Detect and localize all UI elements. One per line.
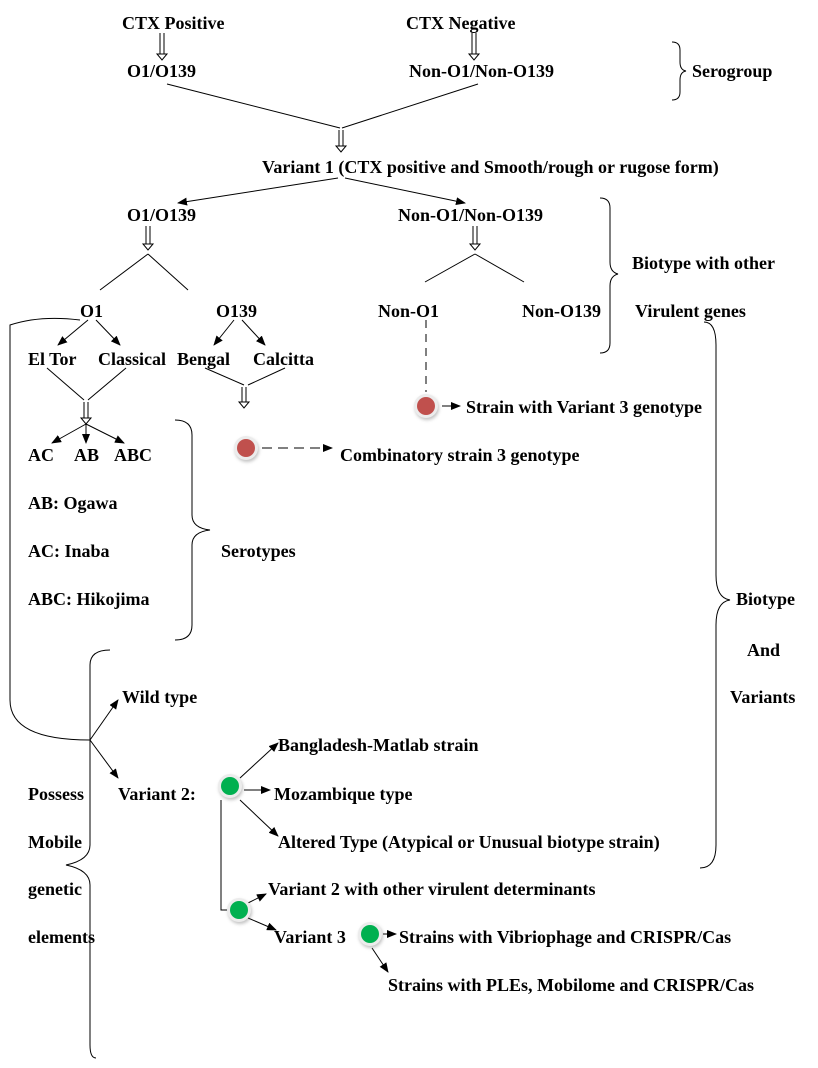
variant3-genotype-label: Strain with Variant 3 genotype [466,397,703,417]
variant1-label: Variant 1 (CTX positive and Smooth/rough… [262,157,719,177]
non-o1-non-o139-serogroup: Non-O1/Non-O139 [409,61,555,81]
variant3-label: Variant 3 [274,927,346,947]
mobile-label-3: genetic [28,879,82,899]
serotype-ab: AB [74,445,100,465]
serotypes-brace [174,419,211,641]
variant2-other-label: Variant 2 with other virulent determinan… [268,879,596,899]
green-marker-variant2-lower [230,901,248,919]
o1-curve-connector [9,317,91,741]
el-tor-label: El Tor [28,349,77,369]
hollow-arrow-o1o139 [141,226,155,251]
biotype-variants-label-2: And [747,640,781,660]
o1-o139-biotype: O1/O139 [127,205,197,225]
calcitta-label: Calcitta [253,349,314,369]
combinatory-label: Combinatory strain 3 genotype [340,445,580,465]
wild-type-label: Wild type [122,687,198,707]
non-o1-label: Non-O1 [378,301,440,321]
serotype-hikojima: ABC: Hikojima [28,589,150,609]
serotypes-label: Serotypes [221,541,296,561]
hollow-arrow-serotypes [79,402,93,425]
biotype-variants-label-1: Biotype [736,589,796,609]
o1-o139-serogroup: O1/O139 [127,61,197,81]
serogroup-label: Serogroup [692,61,773,81]
arrow-to-nono1 [344,177,466,206]
bengal-label: Bengal [177,349,231,369]
green-marker-variant2 [221,777,239,795]
ctx-positive-label: CTX Positive [122,13,225,33]
mozambique-label: Mozambique type [274,784,413,804]
serogroup-brace [671,41,687,101]
bangladesh-label: Bangladesh-Matlab strain [278,735,479,755]
non-o139-label: Non-O139 [522,301,602,321]
serotype-abc: ABC [114,445,153,465]
ctx-negative-label: CTX Negative [406,13,516,33]
serotype-ac: AC [28,445,54,465]
converge-line-left [166,83,341,129]
altered-type-label: Altered Type (Atypical or Unusual biotyp… [278,832,660,852]
red-marker-variant3 [417,397,435,415]
mobile-label-4: elements [28,927,95,947]
hollow-arrow-ctx-neg [467,33,481,61]
biotype-variants-label-3: Variants [730,687,796,707]
hollow-arrow-variant1 [334,130,348,153]
hollow-arrow-bengal [237,387,251,409]
hollow-arrow-ctx-pos [155,33,169,61]
biotype-label-line2: Virulent genes [635,301,746,321]
red-marker-combinatory [237,439,255,457]
mobile-label-2: Mobile [28,832,82,852]
mobile-label-1: Possess [28,784,85,804]
biotype-variants-brace [699,321,731,869]
variant2-label: Variant 2: [118,784,196,804]
serotype-inaba: AC: Inaba [28,541,110,561]
ples-label: Strains with PLEs, Mobilome and CRISPR/C… [388,975,755,995]
biotype-label-line1: Biotype with other [632,253,775,273]
serotype-ogawa: AB: Ogawa [28,493,118,513]
hollow-arrow-nono1 [468,226,482,251]
classical-label: Classical [98,349,167,369]
biotype-brace [599,197,619,354]
converge-line-right [341,83,479,129]
mobile-brace [65,649,111,1059]
o139-label: O139 [216,301,258,321]
arrow-to-o1o139 [177,177,339,206]
o1-label: O1 [80,301,104,321]
non-o1-non-o139-biotype: Non-O1/Non-O139 [398,205,544,225]
vibriophage-label: Strains with Vibriophage and CRISPR/Cas [399,927,732,947]
green-marker-variant3 [361,925,379,943]
